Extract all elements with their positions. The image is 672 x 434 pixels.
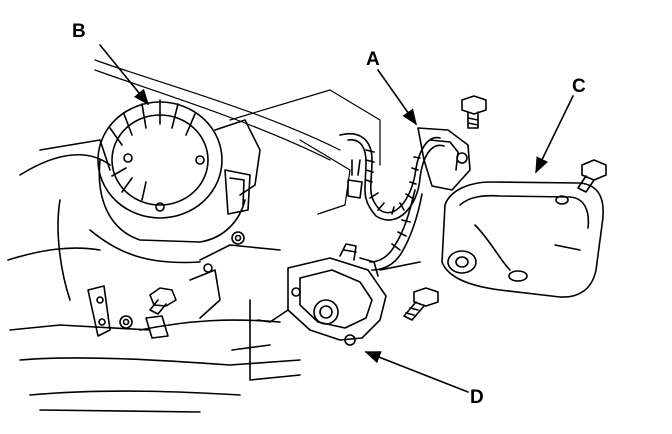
callout-label-b: B bbox=[72, 21, 86, 42]
callout-label-c: C bbox=[572, 76, 586, 97]
engine-block-outline bbox=[7, 139, 421, 413]
leader-arrow-a bbox=[377, 69, 417, 126]
sensor-d bbox=[257, 243, 387, 346]
callout-label-d: D bbox=[470, 387, 484, 408]
throttle-cables bbox=[94, 59, 381, 215]
alternator-b bbox=[89, 99, 261, 264]
bolt-c bbox=[577, 159, 607, 193]
bolt-d bbox=[403, 287, 439, 321]
cover-c bbox=[441, 181, 604, 298]
callout-label-a: A bbox=[366, 49, 380, 70]
leader-arrow-d bbox=[364, 351, 469, 393]
bolt-left bbox=[149, 287, 177, 315]
leader-arrows bbox=[99, 44, 574, 393]
wire-harness-a bbox=[339, 127, 471, 271]
bracket-left bbox=[87, 263, 221, 339]
leader-arrow-c bbox=[535, 95, 574, 174]
leader-arrow-b bbox=[99, 44, 150, 106]
bolt-a bbox=[461, 95, 487, 129]
